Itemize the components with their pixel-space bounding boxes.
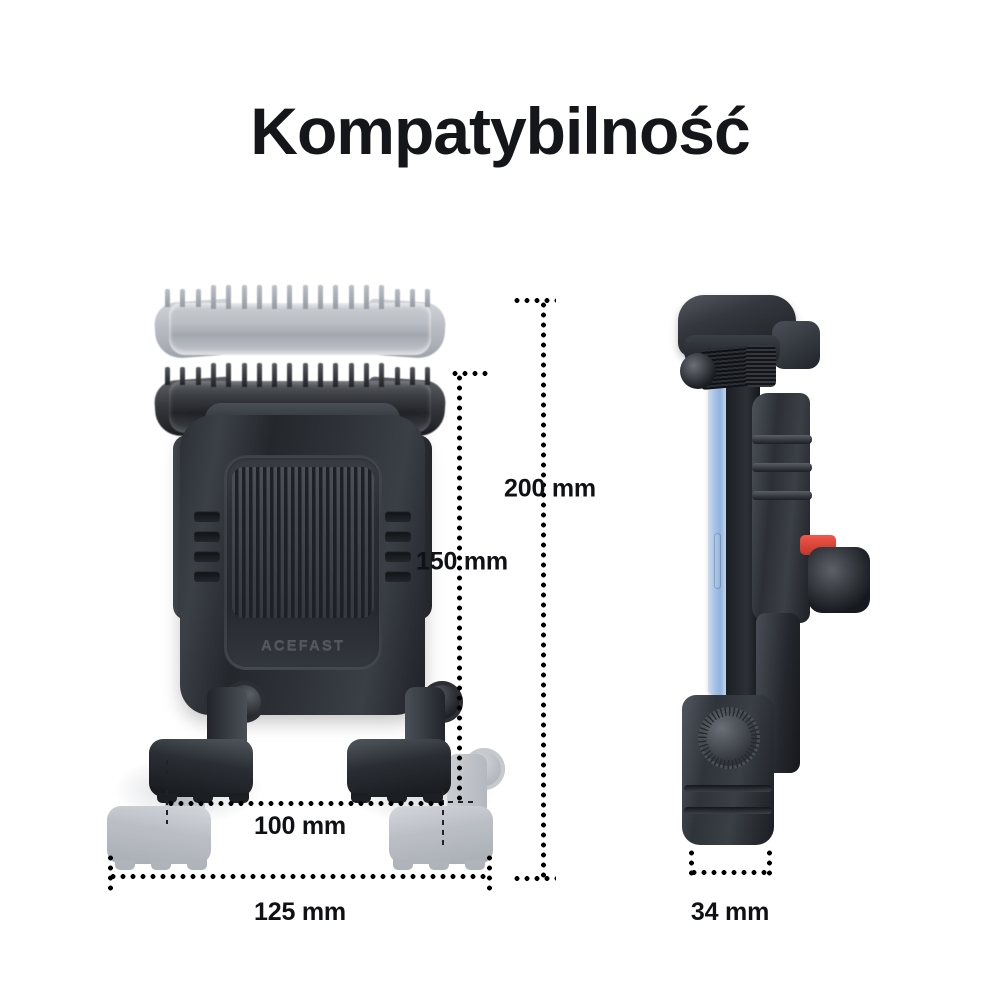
side-band xyxy=(752,463,812,472)
tightening-knob[interactable] xyxy=(808,547,870,613)
dim-100-line xyxy=(166,801,444,806)
side-band xyxy=(752,491,812,500)
dim-200-line xyxy=(541,300,546,880)
dim-125-line xyxy=(108,874,490,879)
side-band xyxy=(752,435,812,444)
clamp-teeth xyxy=(161,363,439,389)
dim-label-34mm: 34 mm xyxy=(690,898,770,926)
page-title: Kompatybilność xyxy=(250,94,750,168)
dim-label-200mm: 200 mm xyxy=(504,474,596,503)
dim-150-tick-top xyxy=(450,371,490,376)
ghost-top-clamp-extended xyxy=(153,285,447,360)
dim-150-line xyxy=(457,373,462,801)
dim-label-100mm: 100 mm xyxy=(254,812,346,840)
side-top-cap xyxy=(772,321,820,369)
dim-150-tick-bottom xyxy=(428,801,474,803)
body-inner-plate: ACEFAST xyxy=(224,455,382,670)
dim-100-tick-right xyxy=(442,790,444,850)
dim-34-tick-left xyxy=(689,848,694,880)
side-pivot-disc xyxy=(680,353,716,389)
dim-34-tick-right xyxy=(767,848,772,880)
rib-texture xyxy=(232,467,374,618)
side-clamp-teeth-right xyxy=(746,345,776,387)
side-mid-body xyxy=(752,393,810,623)
dim-34-line xyxy=(689,870,770,875)
dim-200-tick-bottom xyxy=(512,876,556,881)
dim-label-125mm: 125 mm xyxy=(254,898,346,926)
rotation-dial-ticks xyxy=(698,707,760,769)
ghost-arm-right-extended xyxy=(387,740,505,870)
clamp-teeth xyxy=(161,285,439,311)
side-view-product-image xyxy=(660,295,890,855)
dim-200-tick-top xyxy=(512,298,556,303)
dim-125-tick-right xyxy=(487,853,492,891)
base-groove xyxy=(684,785,772,792)
clamp-arm-right xyxy=(345,673,463,803)
phone-in-holder xyxy=(708,365,730,695)
clamp-arm-left xyxy=(147,673,265,803)
front-view-product-image: ACEFAST xyxy=(105,285,505,885)
phone-side-button xyxy=(714,533,721,589)
dim-125-tick-left xyxy=(108,853,113,891)
dim-100-tick-left xyxy=(166,760,168,824)
base-groove xyxy=(684,807,772,814)
clamp-bar xyxy=(169,303,431,355)
brand-logo: ACEFAST xyxy=(260,637,345,654)
dim-label-150mm: 150 mm xyxy=(416,547,508,576)
